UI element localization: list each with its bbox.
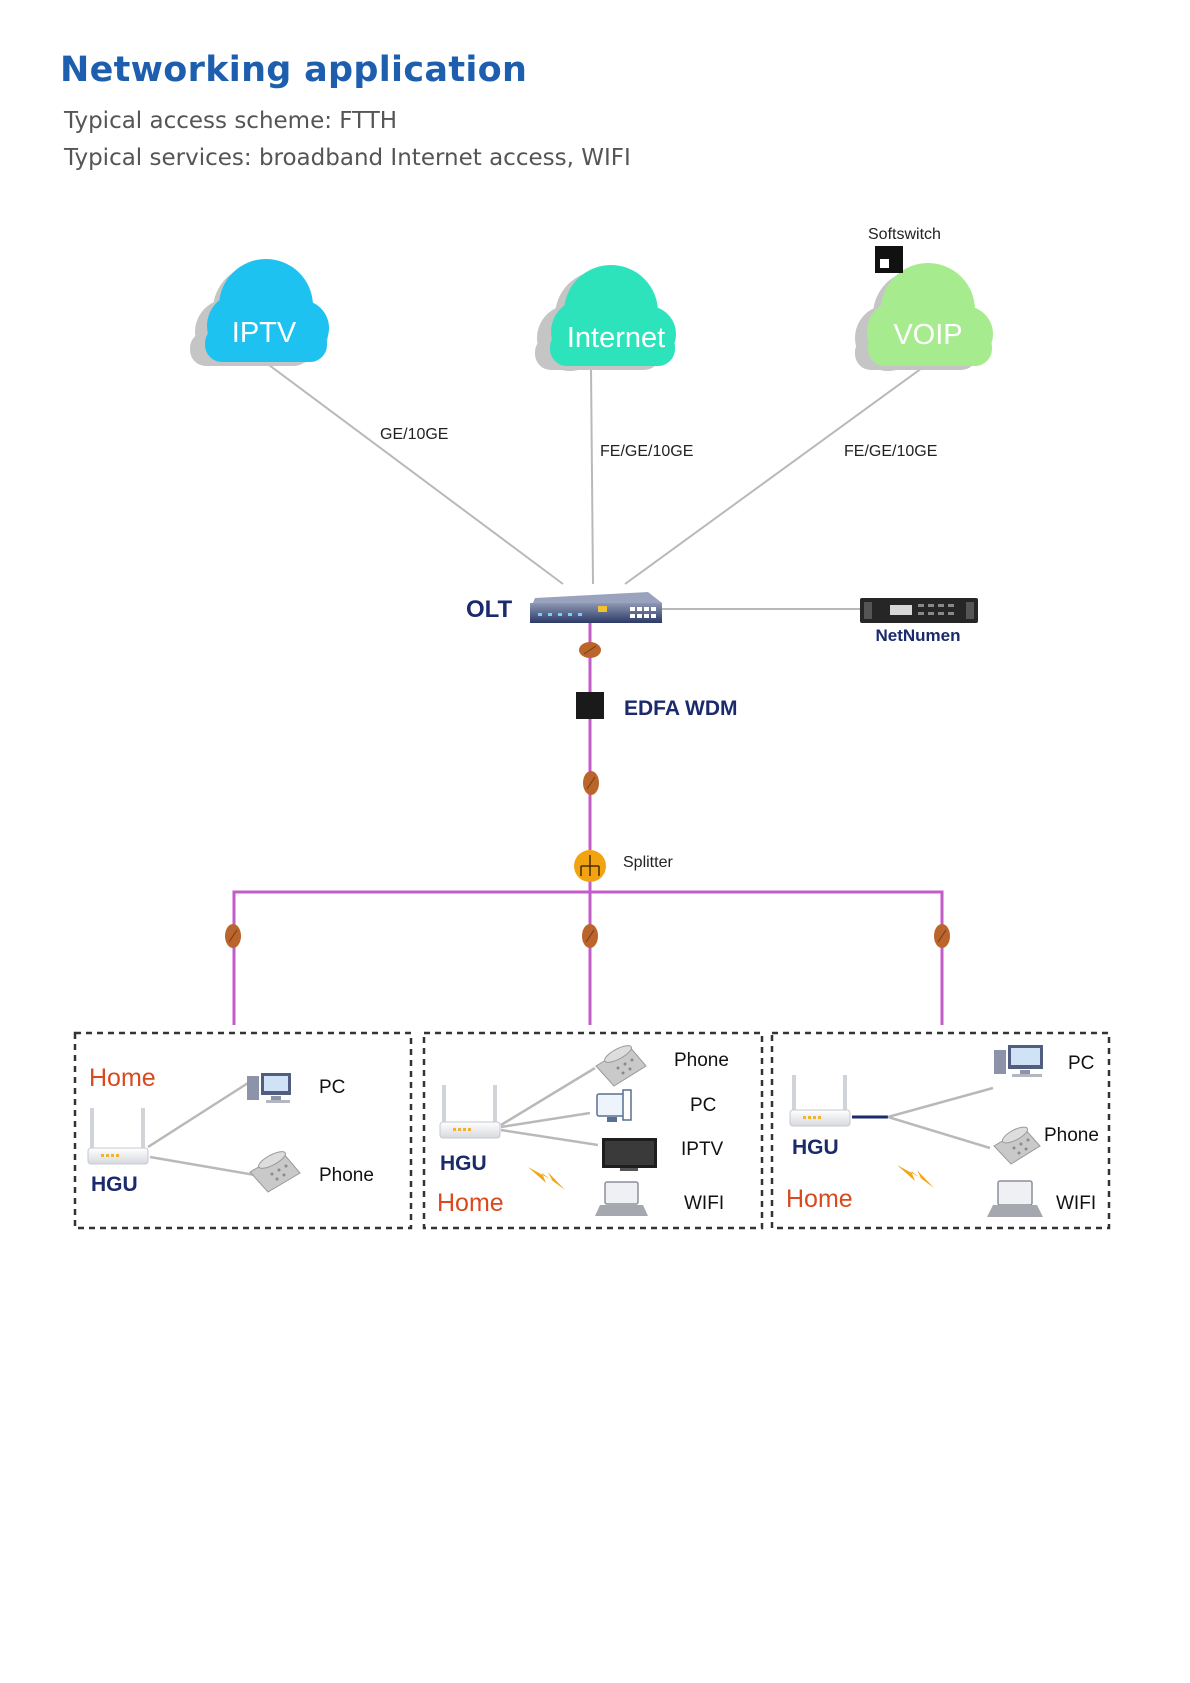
splitter-label: Splitter [623,854,673,871]
home-label: Home [89,1064,156,1092]
device-label-phone: Phone [1044,1125,1099,1146]
cloud-internet: Internet [535,265,676,371]
cloud-label-iptv: IPTV [232,317,297,349]
hgu-label: HGU [792,1136,839,1159]
link-label-iptv: GE/10GE [380,426,448,443]
cloud-voip: VOIP [855,263,993,371]
wifi-signal-icon [897,1165,934,1188]
hgu-label: HGU [440,1152,487,1175]
device-label-phone: Phone [319,1165,374,1186]
iptv-link [264,361,564,585]
page-title: Networking application [60,50,528,90]
voip-link [624,367,923,585]
device-label-wifi: WIFI [1056,1193,1096,1214]
pc-icon [596,1089,632,1122]
connector-marks [228,645,947,943]
home-1: Home HGU PC Phone [87,1064,374,1196]
olt-device-icon [530,592,662,623]
splitter-icon [574,850,606,882]
netnumen-label: NetNumen [875,626,960,645]
link-label-voip: FE/GE/10GE [844,443,937,460]
home-2: HGU Home Phone PC IPTV WIFI [437,1045,729,1217]
fiber-lines [232,618,944,1025]
iptv-cloud-shape [205,259,329,362]
home-boxes [73,1031,1111,1230]
edfa-wdm-label: EDFA WDM [624,697,738,720]
cloud-label-voip: VOIP [893,319,962,351]
device-label-wifi: WIFI [684,1193,724,1214]
hgu-router-icon [789,1075,851,1127]
home-label: Home [437,1189,504,1217]
uplink-lines [264,361,923,610]
hgu-router-icon [87,1108,149,1165]
hgu-label: HGU [91,1173,138,1196]
laptop-icon [595,1181,648,1216]
pc-icon [994,1045,1043,1077]
device-label-pc: PC [1068,1053,1094,1074]
netnumen-server-icon [860,598,978,623]
phone-icon [249,1151,301,1193]
fiber-connectors [225,642,950,948]
hgu-router-icon [439,1085,501,1139]
olt-label: OLT [466,596,513,623]
device-label-phone: Phone [674,1050,729,1071]
home-label: Home [786,1185,853,1213]
phone-icon [595,1045,647,1087]
access-scheme-text: Typical access scheme: FTTH [64,108,398,134]
internet-link [590,367,594,585]
internet-cloud-shape [550,265,676,366]
phone-icon [993,1126,1041,1165]
home-box-3 [770,1031,1111,1230]
home-box-1 [73,1031,413,1230]
edfa-wdm-icon [576,692,604,719]
home-box-2 [422,1031,764,1230]
home-3: HGU Home PC Phone WIFI [786,1045,1099,1217]
voip-cloud-shape [867,263,993,366]
tv-icon [602,1138,657,1171]
cloud-label-internet: Internet [567,322,665,354]
softswitch-icon [875,246,903,273]
device-label-pc: PC [319,1077,345,1098]
softswitch-label: Softswitch [868,226,941,243]
pc-icon [247,1073,291,1103]
device-label-iptv: IPTV [681,1139,724,1160]
wifi-signal-icon [528,1167,565,1190]
services-text: Typical services: broadband Internet acc… [64,145,631,171]
cloud-iptv: IPTV [190,259,329,366]
laptop-icon [987,1180,1043,1217]
device-label-pc: PC [690,1095,716,1116]
link-label-internet: FE/GE/10GE [600,443,693,460]
